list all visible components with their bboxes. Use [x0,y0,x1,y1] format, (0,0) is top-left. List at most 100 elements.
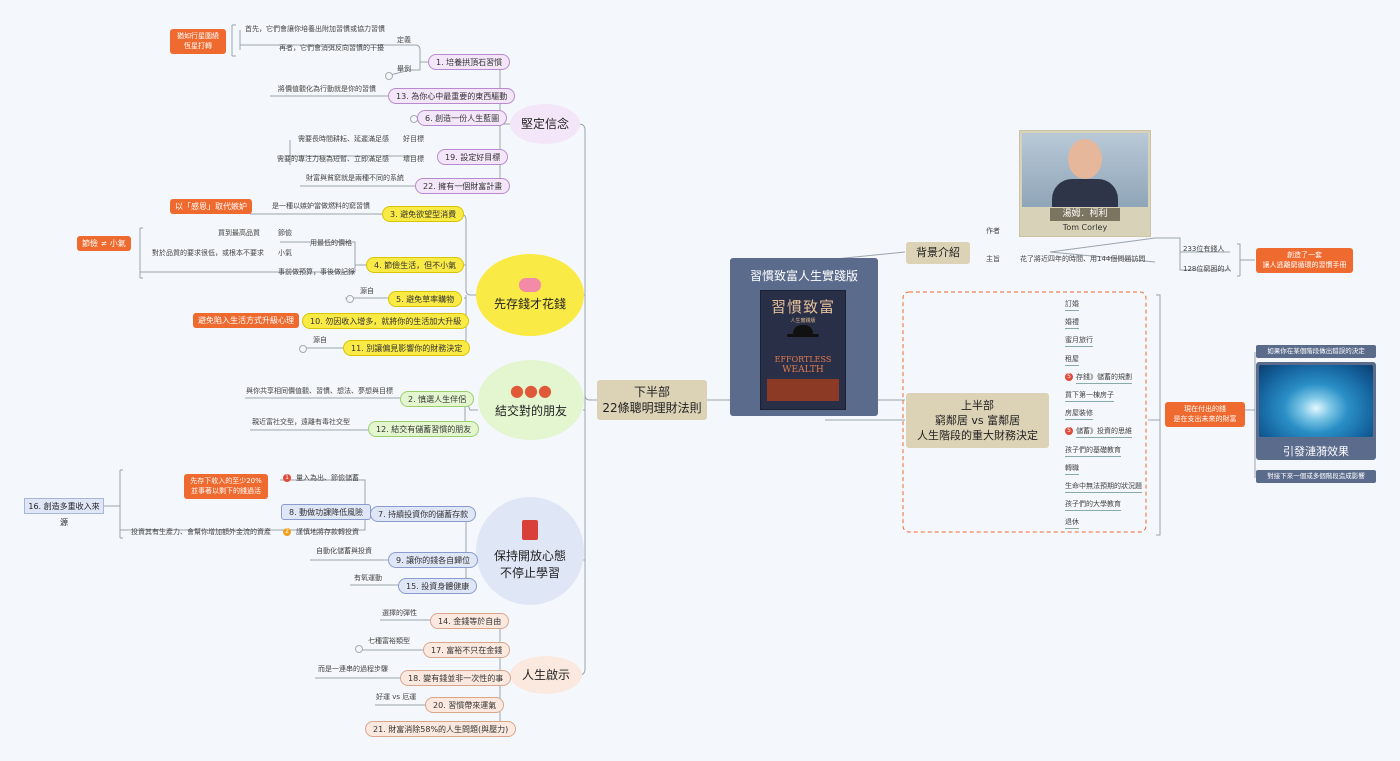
habit-11[interactable]: 11. 別讓偏見影響你的財務決定 [343,340,471,356]
life-stage-item[interactable]: 蜜月旅行 [1065,337,1093,348]
life-stage-item[interactable]: 存錢》儲蓄的規劃 [1076,373,1132,384]
cover-title: 習慣致富 [770,298,835,316]
life-stage-item[interactable]: 退休 [1065,519,1079,530]
belief-topic[interactable]: 堅定信念 [510,104,580,144]
life-stage-item[interactable]: 轉職 [1065,464,1079,475]
habit-1[interactable]: 1. 培養拱頂石習慣 [428,54,511,70]
habit-3[interactable]: 3. 避免欲望型消費 [382,206,465,222]
people-group-icon: ●●● [510,381,552,401]
ripple-water-image [1259,365,1373,437]
bad-goal-note: 需要的專注力極為短暫、立即滿足感 [277,155,389,163]
example-label: 舉例 [397,65,411,73]
habit-7[interactable]: 7. 持續投資你的儲蓄存款 [370,506,477,522]
diligent-note: 謹慎地將存款轉投資 [296,528,359,536]
piggy-bank-icon [519,277,541,292]
frugal-tag[interactable]: 節儉 ≠ 小氣 [77,236,131,251]
stingy-note: 對於品質的要求很低，或根本不要求 [152,249,264,257]
habit-6[interactable]: 6. 創造一份人生藍圖 [417,110,508,126]
life-stage-item[interactable]: 孩子們的基礎教育 [1065,446,1121,457]
habit-18[interactable]: 18. 變有錢並非一次性的事 [400,670,512,686]
habit-12-note: 親近富社交型，遠離有毒社交型 [252,418,350,426]
friends-title: 結交對的朋友 [494,403,567,418]
book-icon [522,520,538,541]
red-badge-icon: 5 [1065,372,1073,381]
upper-title-line1: 上半部 [961,399,994,412]
created-handbook-tag[interactable]: 創造了一套 讓人逃離窮循環的習慣手冊 [1256,248,1353,273]
habit-19[interactable]: 19. 設定好目標 [437,149,509,165]
future-wealth-tag[interactable]: 現在付出的錢 是在支出未來的財富 [1165,402,1245,427]
collapse-icon[interactable] [299,345,307,353]
upper-title-line2: 窮鄰居 vs 富鄰居 [934,414,1021,427]
habit-13[interactable]: 13. 為你心中最重要的東西驅動 [388,88,516,104]
orbit-note-tag[interactable]: 猶如行星圍繞 恆星打轉 [170,29,226,54]
book-panel[interactable]: 習慣致富人生實踐版 習慣致富 人生實踐版 EFFORTLESS WEALTH [730,258,878,416]
author-label: 作者 [986,227,1000,235]
learning-title-line2: 不停止學習 [499,566,560,580]
luck-note: 好運 vs 厄運 [376,693,417,701]
gratitude-tag[interactable]: 以「感恩」取代嫉妒 [170,199,252,214]
habit-16-node[interactable]: 16. 創造多重收入來源 [24,498,104,527]
learning-topic[interactable]: 保持開放心態 不停止學習 [476,497,584,605]
save-20-percent-tag[interactable]: 先存下收入的至少20% 並事著以剩下的錢過活 [184,474,268,499]
habit-15[interactable]: 15. 投資身體健康 [398,578,478,594]
collapse-icon[interactable] [346,295,354,303]
purpose-label: 主旨 [986,255,1000,263]
bowler-hat-icon [793,325,813,335]
buy-best: 買到最高品質 [218,229,260,237]
seven-types-note: 七種富裕類型 [368,637,410,645]
red-badge-icon: 5 [1065,427,1073,436]
author-photo: 湯姆．柯利 Tom Corley [1019,130,1151,237]
cover-english-1: EFFORTLESS [774,355,832,364]
belief-title: 堅定信念 [520,116,569,131]
habit-12[interactable]: 12. 結交有儲蓄習慣的朋友 [368,421,480,437]
habit-13-note: 將價值觀化為行動就是你的習慣 [278,85,376,93]
photo-image [1022,133,1148,207]
collapse-icon[interactable] [385,72,393,80]
habit-14[interactable]: 14. 金錢等於自由 [430,613,510,629]
save-topic[interactable]: 先存錢才花錢 [476,254,584,336]
book-heading: 習慣致富人生實踐版 [749,269,858,283]
life-stage-item[interactable]: 買下第一棟房子 [1065,392,1114,402]
cover-band [767,379,839,401]
habit-4[interactable]: 4. 節儉生活，但不小氣 [366,257,465,273]
habit-2[interactable]: 2. 慎選人生伴侶 [400,391,475,407]
life-lessons-topic[interactable]: 人生啟示 [510,656,582,694]
habit-20[interactable]: 20. 習慣帶來運氣 [425,697,505,713]
life-stage-item[interactable]: 孩子們的大學教育 [1065,501,1121,512]
life-stage-item[interactable]: 訂婚 [1065,301,1079,311]
collapse-icon[interactable] [355,645,363,653]
life-stage-item[interactable]: 房屋裝修 [1065,410,1093,421]
life-stage-item[interactable]: 生命中無法預期的狀況題 [1065,483,1142,493]
lifestyle-upgrade-tag[interactable]: 避免陷入生活方式升級心理 [193,313,299,328]
ripple-bottom-label: 對接下來一個或多個階段造成影響 [1256,470,1376,483]
habit-10[interactable]: 10. 勿因收入增多，就將你的生活加大升級 [302,313,470,329]
habit-3-note: 是一種以嫉妒當做燃料的窮習慣 [272,202,370,210]
author-name-cn: 湯姆．柯利 [1050,208,1120,221]
life-stage-item[interactable]: 儲蓄》投資的思維 [1076,428,1132,439]
habit-9[interactable]: 9. 讓你的錢各自歸位 [388,552,479,568]
friends-topic[interactable]: ●●● 結交對的朋友 [478,360,584,440]
save-title: 先存錢才花錢 [493,296,566,311]
life-title: 人生啟示 [521,667,570,682]
life-stage-item[interactable]: 租屋 [1065,355,1079,366]
background-topic[interactable]: 背景介紹 [906,242,970,264]
habit-17[interactable]: 17. 富裕不只在金錢 [423,642,511,658]
center-topic[interactable]: 下半部 22條聰明理財法則 [597,380,707,420]
upper-title-line3: 人生階段的重大財務決定 [917,429,1038,442]
cover-subtitle: 人生實踐版 [790,318,816,324]
habit-21[interactable]: 21. 財富消除58%的人生問題(與壓力) [365,721,517,737]
ripple-panel[interactable]: 如果你在某個階段做出錯誤的決定 引發漣漪效果 對接下來一個或多個階段造成影響 [1256,345,1376,483]
life-stage-item[interactable]: 婚禮 [1065,319,1079,330]
center-title-line2: 22條聰明理財法則 [602,401,702,415]
upper-part-topic[interactable]: 上半部 窮鄰居 vs 富鄰居 人生階段的重大財務決定 [906,393,1049,448]
define-label: 定義 [397,36,411,44]
stingy-label: 小氣 [278,249,292,257]
habit-8[interactable]: 8. 動做功課降低風險 [281,504,372,520]
ripple-box: 引發漣漪效果 [1256,362,1376,460]
purpose-text: 花了將近四年的時間、用144個問題訪問 [1020,255,1146,263]
habit-22[interactable]: 22. 擁有一個財富計畫 [415,178,511,194]
habit-5[interactable]: 5. 避免草率購物 [388,291,463,307]
budget-note: 事前做預算，事後做記錄 [278,268,355,276]
frugal-label: 節儉 [278,229,292,237]
book-cover: 習慣致富 人生實踐版 EFFORTLESS WEALTH [760,290,846,410]
